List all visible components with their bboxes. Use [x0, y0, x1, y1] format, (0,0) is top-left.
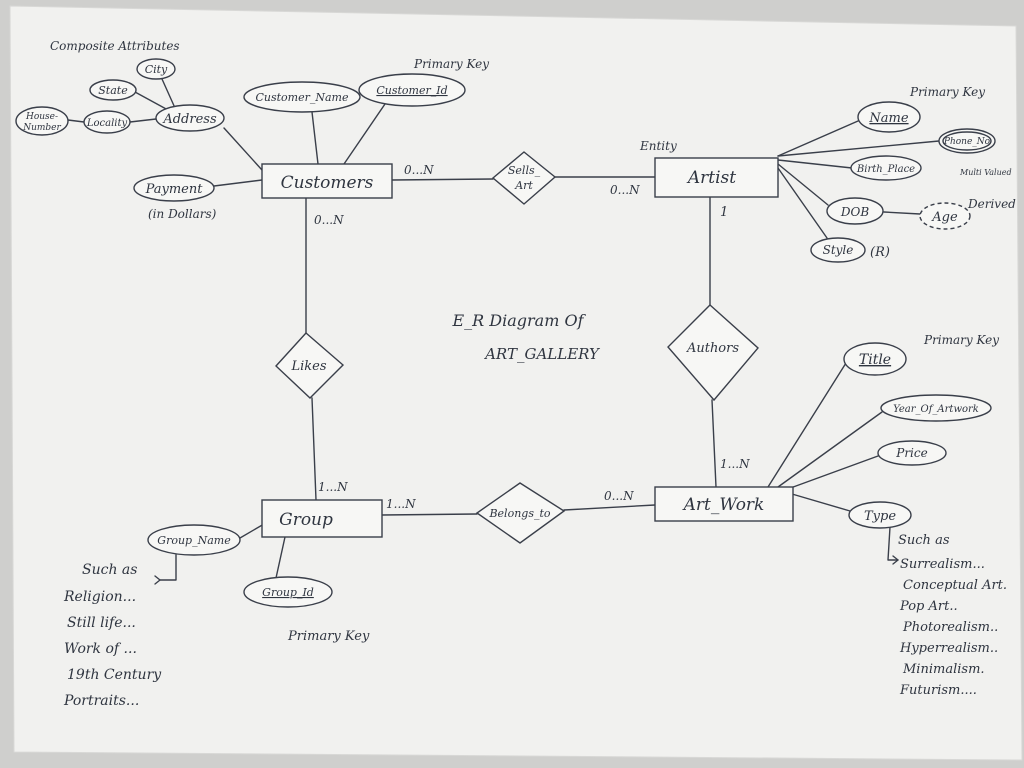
type-example-item-3: Photorealism..: [902, 620, 998, 635]
attribute-locality-label: Locality: [86, 118, 128, 129]
note-such-as-group: Such as: [82, 562, 137, 578]
note-entity: Entity: [639, 139, 677, 153]
card-customers-likes: 0...N: [314, 213, 344, 227]
card-group-likes: 1...N: [318, 480, 348, 494]
note-primary-key-artist: Primary Key: [909, 85, 985, 99]
note-in-dollars: (in Dollars): [148, 207, 217, 221]
attribute-age-derived: Age: [919, 202, 971, 230]
attribute-group-id: Group_Id: [243, 576, 333, 608]
attribute-house-number: House- Number: [15, 106, 69, 136]
card-group-belongs: 1...N: [386, 497, 416, 511]
relationship-belongs-to-label: Belongs_to: [488, 507, 550, 520]
attribute-birth-place-label: Birth_Place: [856, 164, 915, 175]
card-artist-sells: 0...N: [610, 183, 640, 197]
group-example-item-1: Still life...: [67, 615, 136, 631]
entity-artist-label: Artist: [686, 168, 736, 188]
attribute-payment-label: Payment: [145, 182, 204, 197]
attribute-state: State: [89, 79, 137, 101]
note-primary-key-group: Primary Key: [287, 629, 370, 644]
note-composite-attributes: Composite Attributes: [50, 39, 180, 53]
attribute-house-number-label-1: House-: [25, 112, 58, 122]
group-example-item-0: Religion...: [63, 589, 136, 605]
entity-group-label: Group: [279, 510, 333, 530]
attribute-type-label: Type: [864, 509, 896, 524]
group-example-item-4: Portraits...: [63, 693, 139, 709]
type-examples-list: Surrealism... Conceptual Art. Pop Art.. Pho…: [899, 557, 1007, 698]
attribute-name-label: Name: [868, 111, 908, 126]
relationship-belongs-to: Belongs_to: [475, 482, 566, 544]
diagram-title-line-1: E_R Diagram Of: [451, 311, 586, 330]
attribute-city: City: [136, 58, 176, 80]
attribute-birth-place: Birth_Place: [850, 155, 922, 181]
attribute-dob-label: DOB: [840, 205, 869, 219]
entity-artwork: Art_Work: [654, 486, 794, 522]
attribute-group-name: Group_Name: [147, 524, 241, 556]
attribute-price: Price: [877, 440, 947, 466]
attribute-state-label: State: [98, 84, 128, 97]
connector-lines: [67, 78, 940, 585]
type-example-item-0: Surrealism...: [900, 557, 985, 572]
note-multivalued: Multi Valued: [959, 168, 1012, 177]
attribute-locality: Locality: [83, 110, 131, 134]
note-such-as-type: Such as: [898, 533, 950, 548]
type-example-item-2: Pop Art..: [899, 599, 958, 614]
attribute-name: Name: [857, 101, 921, 133]
attribute-address-label: Address: [162, 112, 217, 127]
attribute-style-r-label: (R): [870, 245, 890, 260]
group-example-item-3: 19th Century: [67, 667, 162, 683]
annotations: Composite Attributes Primary Key Primary…: [50, 39, 1016, 644]
note-primary-key-artwork: Primary Key: [923, 333, 999, 347]
note-primary-key-customers: Primary Key: [413, 57, 489, 71]
relationship-sells-art-label-1: Sells_: [508, 164, 541, 177]
note-derived: Derived: [967, 197, 1016, 211]
attribute-type: Type: [848, 501, 912, 529]
relationship-authors: Authors: [667, 304, 759, 402]
relationship-sells-art: Sells_ Art: [491, 151, 557, 205]
attribute-price-label: Price: [895, 446, 927, 460]
entity-artist: Artist: [654, 157, 779, 198]
attribute-year-of-artwork: Year_Of_Artwork: [880, 394, 992, 422]
type-example-item-4: Hyperrealism..: [899, 641, 998, 656]
entity-customers: Customers: [261, 163, 393, 199]
card-customers-sells: 0...N: [404, 163, 434, 177]
entity-artwork-label: Art_Work: [682, 495, 765, 515]
attribute-age-label: Age: [931, 210, 958, 225]
attribute-style: Style (R): [810, 237, 890, 263]
attribute-house-number-label-2: Number: [22, 123, 61, 133]
attribute-group-id-label: Group_Id: [262, 586, 314, 599]
relationship-authors-label: Authors: [686, 341, 739, 356]
type-example-item-5: Minimalism.: [902, 662, 985, 677]
group-example-item-2: Work of ...: [64, 641, 137, 657]
relationship-likes: Likes: [275, 332, 345, 399]
diagram-title-line-2: ART_GALLERY: [483, 345, 601, 363]
cardinalities: 0...N 0...N 0...N 1...N 1 1...N 1...N 0.…: [314, 163, 750, 511]
attribute-style-label: Style: [823, 243, 854, 257]
attribute-title-label: Title: [859, 352, 891, 368]
attribute-dob: DOB: [826, 197, 884, 225]
entity-customers-label: Customers: [281, 173, 374, 193]
entity-group: Group: [261, 499, 383, 538]
type-example-item-6: Futurism....: [899, 683, 977, 698]
attribute-customer-id: Customer_Id: [358, 73, 466, 107]
attribute-address: Address: [155, 104, 225, 132]
attribute-customer-name-label: Customer_Name: [255, 91, 349, 104]
group-examples-list: Religion... Still life... Work of ... 19th …: [63, 589, 162, 709]
attribute-phone-label: Phone_No: [943, 137, 991, 147]
attribute-customer-name: Customer_Name: [243, 81, 361, 113]
type-example-item-1: Conceptual Art.: [903, 578, 1007, 593]
attribute-title: Title: [843, 342, 907, 376]
attribute-group-name-label: Group_Name: [157, 534, 231, 547]
relationship-sells-art-label-2: Art: [514, 179, 533, 192]
card-artwork-authors: 1...N: [720, 457, 750, 471]
attribute-payment: Payment: [133, 174, 215, 202]
relationship-likes-label: Likes: [290, 359, 326, 374]
attribute-year-of-artwork-label: Year_Of_Artwork: [893, 404, 979, 415]
card-artwork-belongs: 0...N: [604, 489, 634, 503]
attribute-customer-id-label: Customer_Id: [376, 84, 447, 97]
card-artist-authors: 1: [720, 205, 728, 220]
attribute-phone-multivalued: Phone_No: [938, 128, 996, 154]
attribute-city-label: City: [145, 63, 168, 76]
